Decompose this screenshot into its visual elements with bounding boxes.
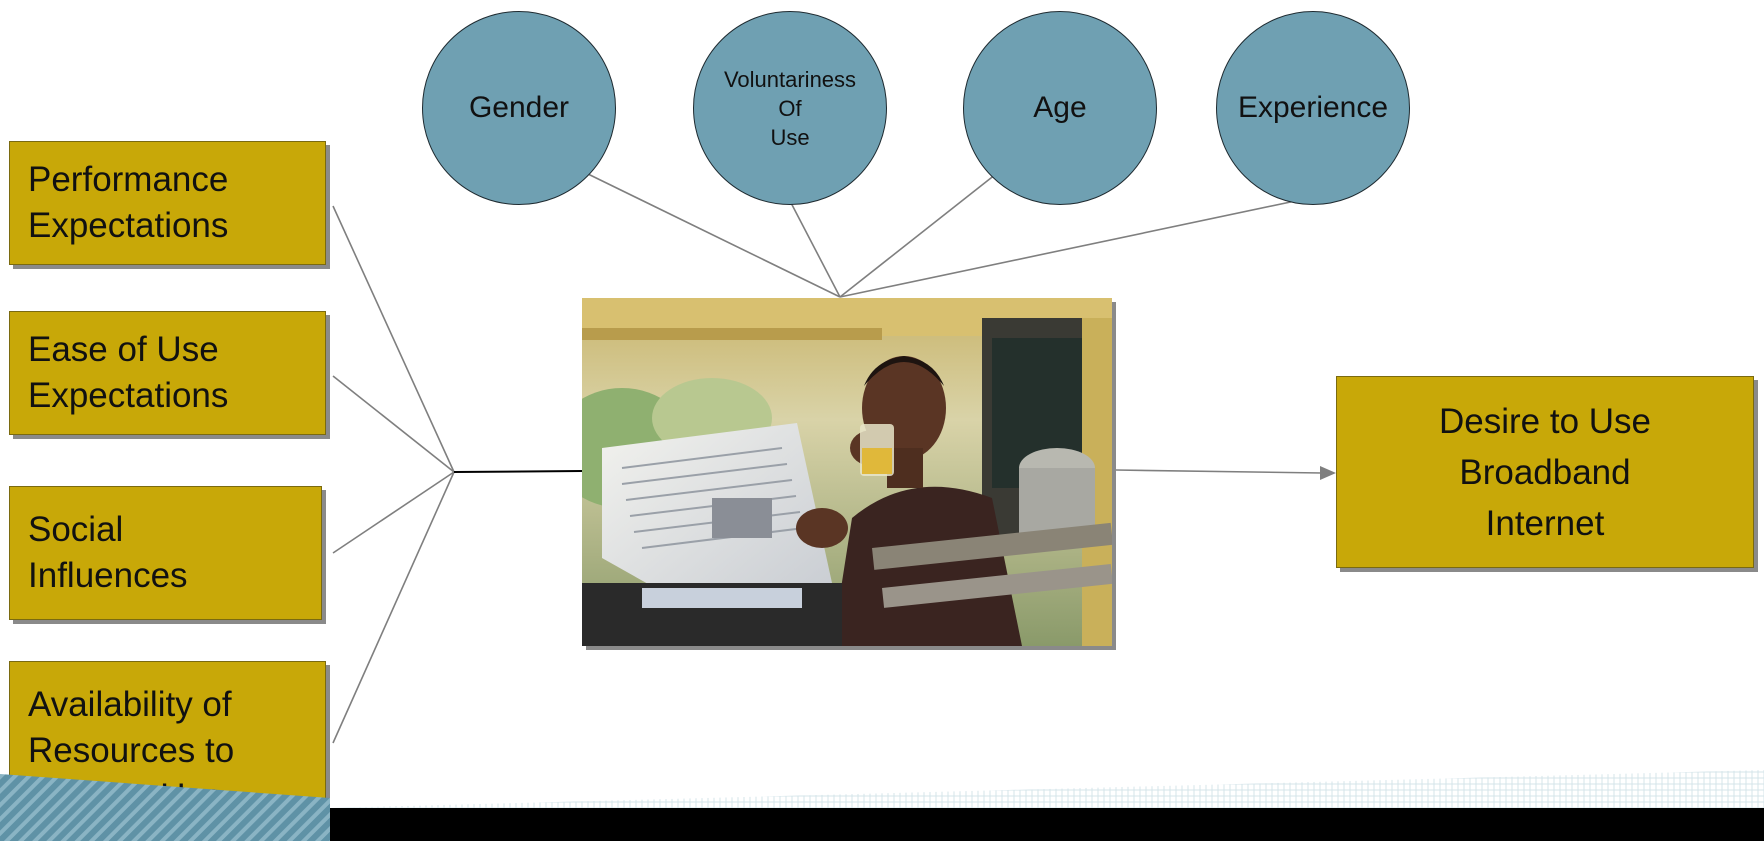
connector-to-outcome (1115, 469, 1323, 474)
moderator-age: Age (963, 11, 1157, 205)
outcome-line-3: Internet (1485, 503, 1605, 543)
moderator-voluntariness-line-2: Of (778, 95, 802, 121)
moderator-age-label: Age (1033, 91, 1087, 124)
footer-stripe-band (0, 774, 330, 841)
moderator-experience-label: Experience (1237, 91, 1389, 124)
factor-social-line-1: Social (28, 510, 124, 549)
connector-junction-to-photo (453, 470, 583, 473)
connector-ease-of-use (332, 375, 455, 473)
factor-performance-expectations: Performance Expectations (9, 141, 326, 265)
moderator-gender: Gender (422, 11, 616, 205)
photo-illustration (582, 298, 1112, 646)
connector-gender (587, 173, 841, 298)
arrowhead (1320, 466, 1336, 480)
footer-decoration (0, 770, 1764, 841)
factor-ease-of-use-expectations: Ease of Use Expectations (9, 311, 326, 435)
connector-performance (332, 205, 455, 473)
factor-ease-line-1: Ease of Use (28, 330, 219, 369)
connector-voluntariness (788, 198, 841, 298)
factor-social-line-2: Influences (28, 556, 188, 595)
moderator-gender-label: Gender (468, 91, 570, 124)
outcome-desire-to-use: Desire to Use Broadband Internet (1336, 376, 1754, 568)
connector-age (839, 173, 997, 298)
moderator-voluntariness-line-3: Use (770, 124, 810, 150)
factor-performance-line-1: Performance (28, 160, 229, 199)
footer-grid-band (330, 770, 1764, 808)
connector-availability (332, 471, 455, 744)
man-reading-newspaper-photo (582, 298, 1112, 646)
factor-performance-line-2: Expectations (28, 206, 229, 245)
factor-availability-line-2: Resources to (28, 731, 235, 770)
factor-social-influences: Social Influences (9, 486, 322, 620)
connector-social (332, 471, 455, 554)
moderator-voluntariness-line-1: Voluntariness (723, 66, 857, 92)
connector-experience (839, 199, 1301, 298)
outcome-line-1: Desire to Use (1438, 401, 1652, 441)
factor-ease-line-2: Expectations (28, 376, 229, 415)
moderator-voluntariness-of-use: Voluntariness Of Use (693, 11, 887, 205)
footer-black-band (330, 808, 1764, 841)
factor-availability-line-1: Availability of (28, 685, 232, 724)
moderator-experience: Experience (1216, 11, 1410, 205)
outcome-line-2: Broadband (1459, 452, 1631, 492)
